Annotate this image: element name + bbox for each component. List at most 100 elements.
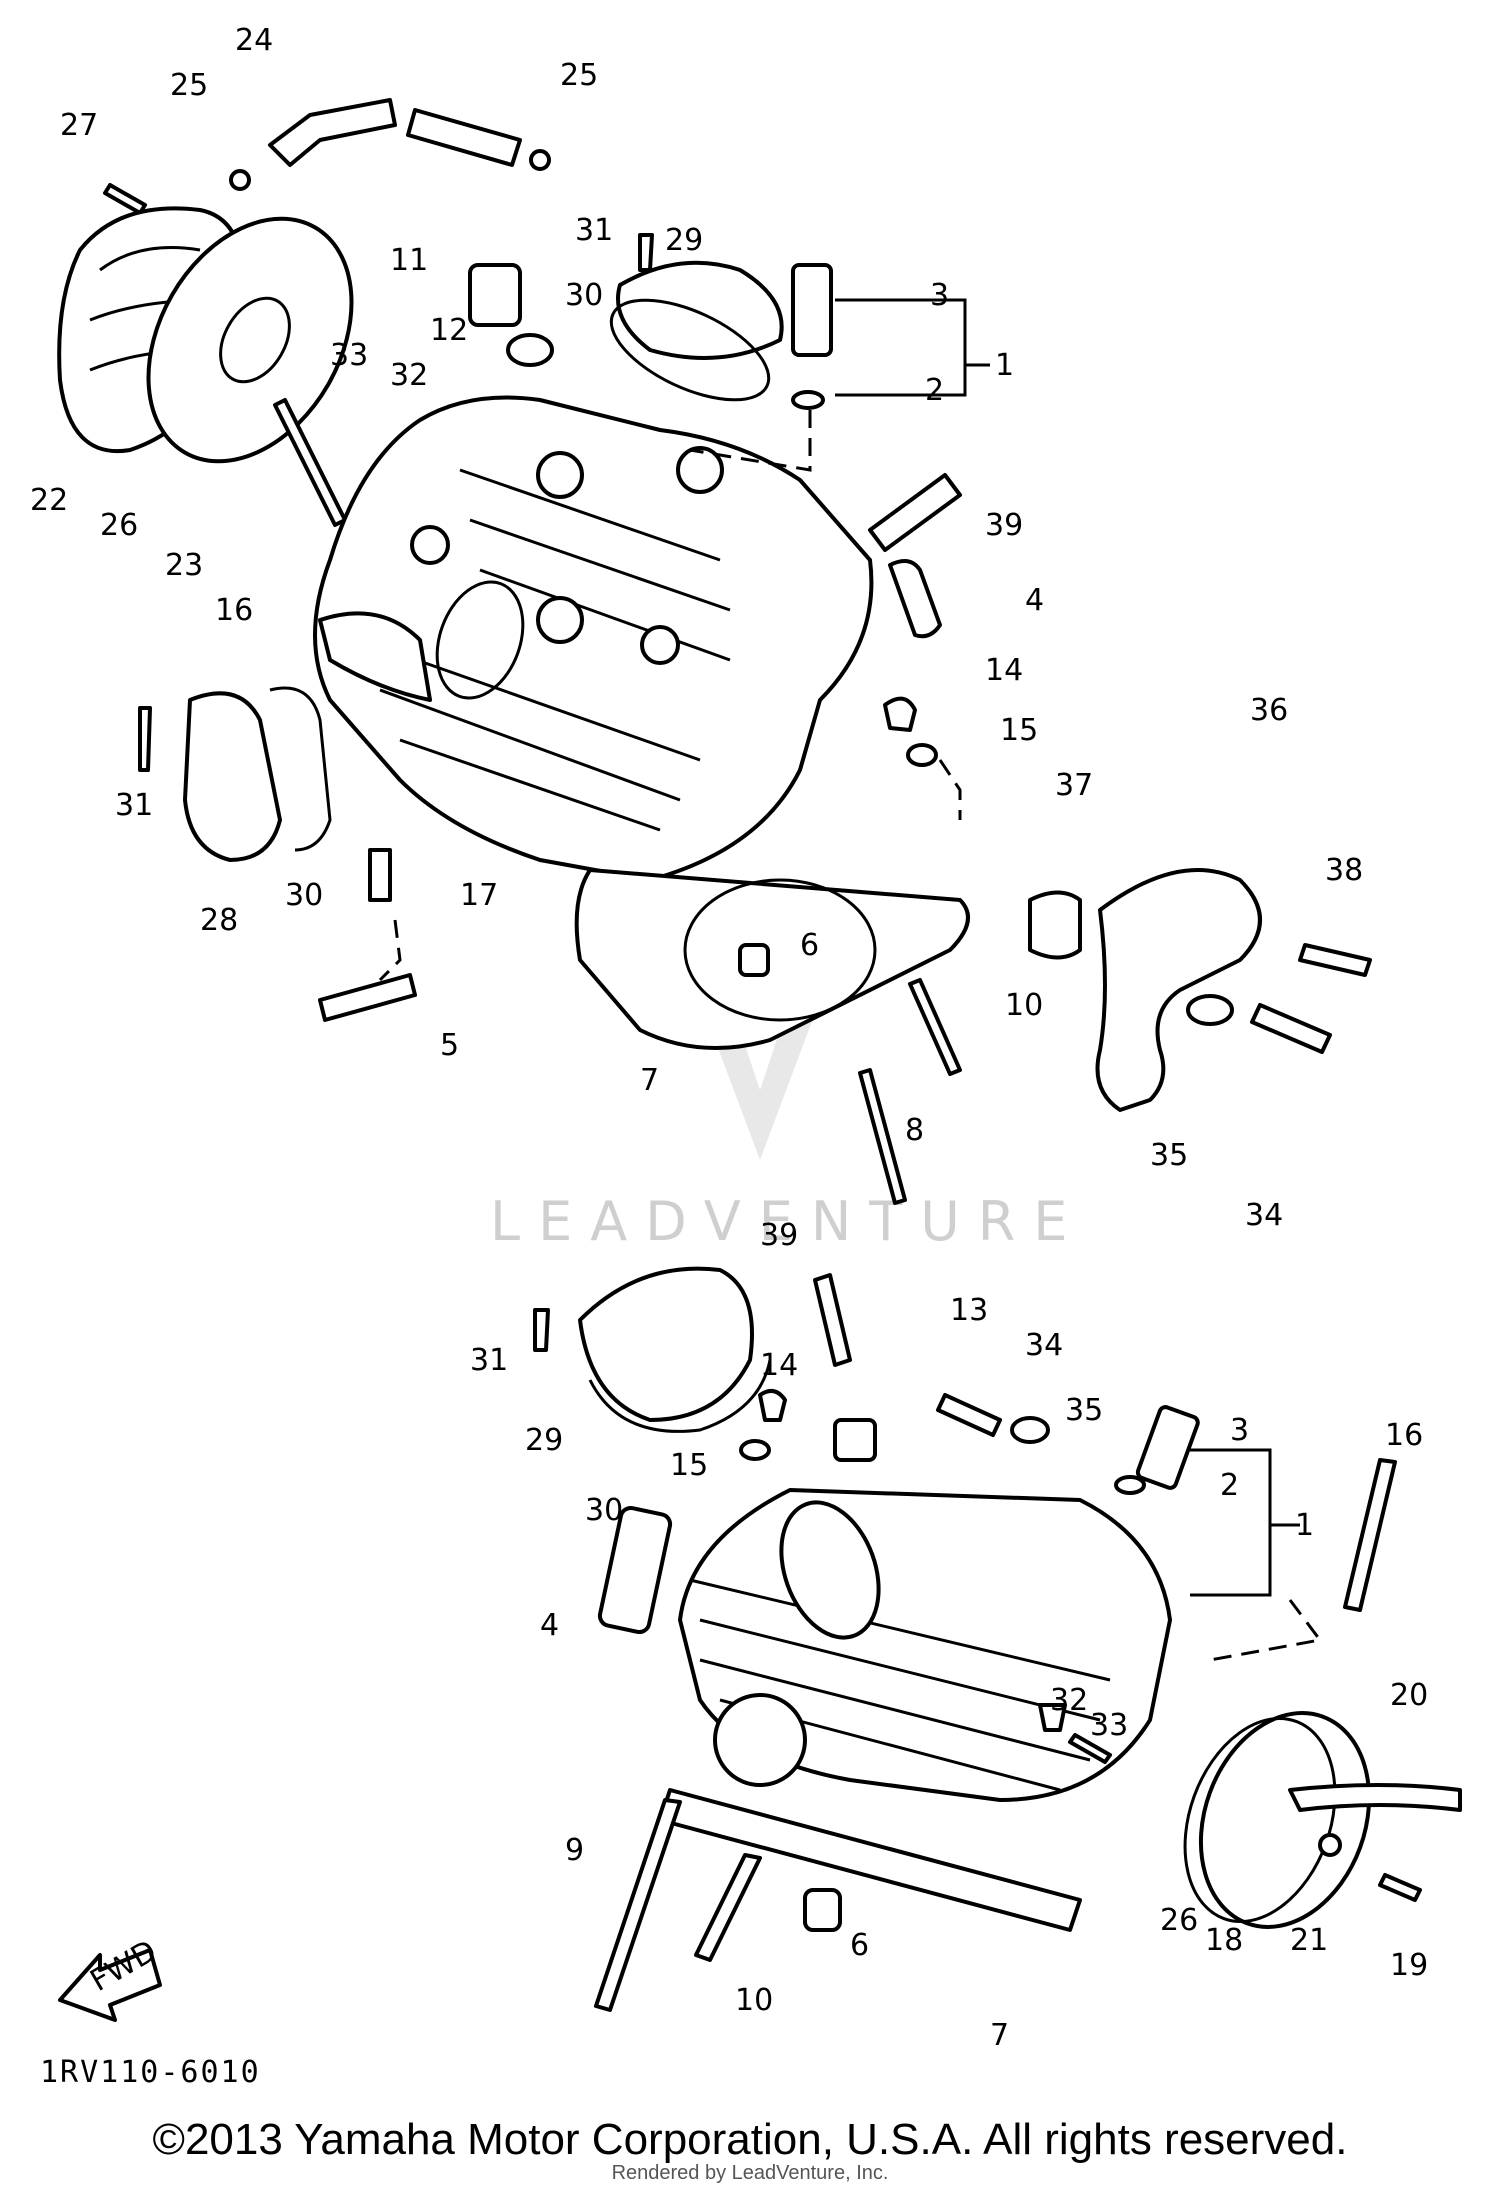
callout-top-26: 26 <box>100 508 138 543</box>
callout-top-16: 16 <box>215 593 253 628</box>
hose-20 <box>1288 1783 1462 1812</box>
callout-top-25: 25 <box>170 68 208 103</box>
callout-top-22: 22 <box>30 483 68 518</box>
callout-top-34: 34 <box>1245 1198 1283 1233</box>
callout-top-25: 25 <box>560 58 598 93</box>
callout-bottom-4: 4 <box>540 1608 559 1643</box>
hose-24-tube <box>406 108 522 167</box>
callout-bottom-18: 18 <box>1205 1923 1243 1958</box>
callout-top-5: 5 <box>440 1028 459 1063</box>
callout-top-4: 4 <box>1025 583 1044 618</box>
callout-bottom-7: 7 <box>990 2018 1009 2053</box>
callout-top-28: 28 <box>200 903 238 938</box>
washer-15 <box>906 743 938 767</box>
dowel-6-lower <box>803 1888 842 1932</box>
callout-top-15: 15 <box>1000 713 1038 748</box>
bolt-16-lower <box>1343 1458 1397 1612</box>
callout-bottom-10: 10 <box>735 1983 773 2018</box>
top-cylinder-head-assembly <box>57 98 1372 1205</box>
callout-bottom-14: 14 <box>760 1348 798 1383</box>
callout-top-27: 27 <box>60 108 98 143</box>
callout-top-7: 7 <box>640 1063 659 1098</box>
callout-top-36: 36 <box>1250 693 1288 728</box>
bolt-34-lower <box>936 1393 1002 1437</box>
callout-top-2: 2 <box>925 373 944 408</box>
bolt-19 <box>1378 1873 1422 1902</box>
callout-top-39: 39 <box>985 508 1023 543</box>
spark-plug-39 <box>868 473 962 552</box>
callout-top-23: 23 <box>165 548 203 583</box>
stud-17 <box>368 848 392 902</box>
callout-bottom-2: 2 <box>1220 1468 1239 1503</box>
spring-4 <box>888 559 942 639</box>
callout-top-30: 30 <box>285 878 323 913</box>
valve-guide-3 <box>791 263 833 357</box>
callout-top-11: 11 <box>390 243 428 278</box>
gasket-7 <box>574 868 970 1050</box>
cover-29-lower <box>578 1266 754 1422</box>
stud-10-lower <box>694 1853 762 1962</box>
bolt-34 <box>1250 1003 1332 1054</box>
bolt-31-lower <box>533 1308 550 1352</box>
washer-12 <box>506 333 554 367</box>
callout-top-37: 37 <box>1055 768 1093 803</box>
cover-18 <box>1198 1711 1372 1929</box>
callout-bottom-16: 16 <box>1385 1418 1423 1453</box>
gasket-23 <box>146 216 354 464</box>
clip-25-left <box>229 169 251 191</box>
cap-21 <box>1318 1833 1342 1857</box>
bolt-27 <box>103 183 147 215</box>
watermark-text: LEADVENTURE <box>490 1190 1085 1253</box>
callout-bottom-30: 30 <box>585 1493 623 1528</box>
washer-35 <box>1186 994 1234 1026</box>
callout-bottom-6: 6 <box>850 1928 869 1963</box>
cap-14-lower <box>758 1389 787 1422</box>
callout-bottom-15: 15 <box>670 1448 708 1483</box>
callout-top-6: 6 <box>800 928 819 963</box>
clip-2 <box>791 390 825 410</box>
cover-28 <box>183 691 282 862</box>
washer-35-lower <box>1010 1416 1050 1444</box>
valve-guide-3-lower <box>1135 1405 1200 1490</box>
callout-bottom-33: 33 <box>1090 1708 1128 1743</box>
callout-bottom-35: 35 <box>1065 1393 1103 1428</box>
clip-2-lower <box>1114 1475 1146 1495</box>
callout-top-31: 31 <box>575 213 613 248</box>
callout-bottom-34: 34 <box>1025 1328 1063 1363</box>
hose-24 <box>268 98 397 167</box>
callout-bottom-26: 26 <box>1160 1903 1198 1938</box>
callout-top-29: 29 <box>665 223 703 258</box>
callout-bottom-19: 19 <box>1390 1948 1428 1983</box>
stud-8 <box>858 1068 907 1205</box>
bolt-31 <box>638 233 654 272</box>
gasket-30-lower <box>588 1359 772 1433</box>
callout-bottom-13: 13 <box>950 1293 988 1328</box>
clip-25-right <box>529 149 551 171</box>
bolt-33 <box>1068 1733 1112 1764</box>
exhaust-port <box>713 1693 807 1787</box>
callout-top-32: 32 <box>390 358 428 393</box>
callout-top-1: 1 <box>995 348 1014 383</box>
gasket-30 <box>609 298 771 402</box>
spacer-37 <box>1028 890 1082 960</box>
callout-bottom-32: 32 <box>1050 1683 1088 1718</box>
stud-9 <box>594 1798 682 2012</box>
callout-top-38: 38 <box>1325 853 1363 888</box>
callout-bottom-9: 9 <box>565 1833 584 1868</box>
cap-14 <box>883 696 917 732</box>
callout-top-14: 14 <box>985 653 1023 688</box>
callout-top-12: 12 <box>430 313 468 348</box>
bracket-36 <box>1095 868 1262 1112</box>
part-32 <box>1038 1703 1067 1732</box>
bolt-16 <box>273 398 347 527</box>
cover-29 <box>616 260 784 360</box>
callout-bottom-20: 20 <box>1390 1678 1428 1713</box>
cap-13 <box>833 1418 877 1462</box>
dowel-6 <box>738 943 770 977</box>
fin-left <box>318 611 432 702</box>
callout-bottom-39: 39 <box>760 1218 798 1253</box>
spring-4-lower <box>597 1505 673 1635</box>
bolt-31-left <box>138 706 152 772</box>
